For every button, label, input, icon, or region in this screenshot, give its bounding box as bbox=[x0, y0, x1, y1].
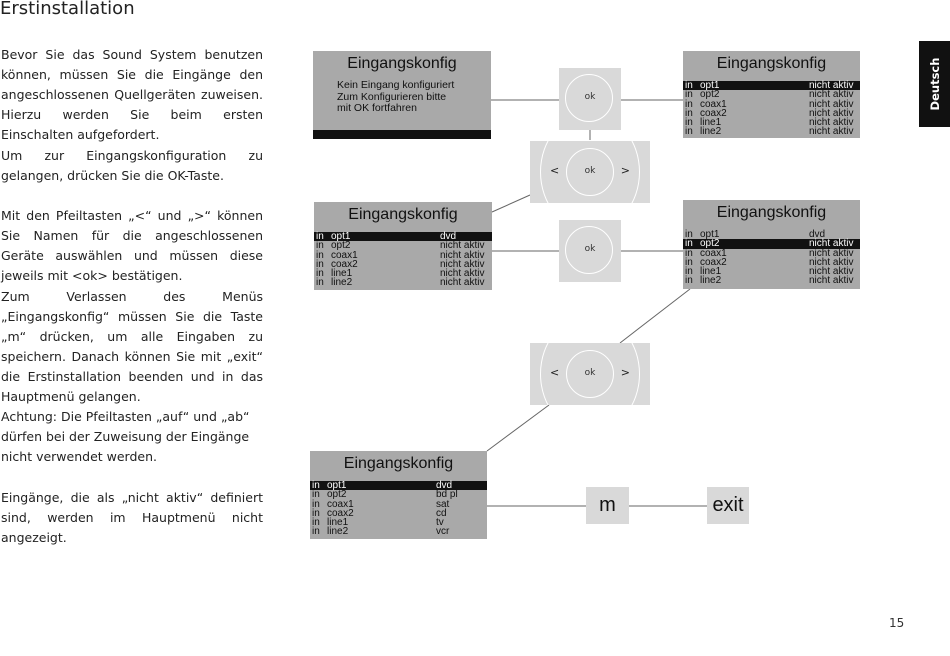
arrow-pad-ring bbox=[540, 141, 640, 203]
arrow-pad-center-ring bbox=[566, 148, 614, 196]
screen-title: Eingangskonfig bbox=[348, 206, 458, 223]
paragraph-exit-menu: Zum Verlassen des Menüs „Eingangskonfig“… bbox=[1, 289, 263, 404]
paragraph-inactive: Eingänge, die als „nicht aktiv“ definier… bbox=[1, 490, 263, 545]
page-title: Erstinstallation bbox=[0, 0, 135, 19]
arrow-pad: < ok > bbox=[530, 141, 650, 203]
message-line: Kein Eingang konfiguriert bbox=[337, 79, 455, 91]
screen-title: Eingangskonfig bbox=[716, 204, 827, 221]
m-button[interactable]: m bbox=[586, 487, 629, 524]
screen-no-input-configured: Eingangskonfig Kein Eingang konfiguriert… bbox=[313, 51, 491, 139]
arrow-pad-ring bbox=[540, 343, 640, 405]
right-arrow-button[interactable]: > bbox=[620, 164, 630, 177]
ok-button[interactable]: ok bbox=[584, 368, 596, 378]
ok-button-ring bbox=[565, 226, 613, 274]
screen-message: Kein Eingang konfiguriert Zum Konfigurie… bbox=[337, 79, 455, 115]
arrow-pad-center-ring bbox=[566, 350, 614, 398]
paragraph-arrow-keys: Mit den Pfeiltasten „<“ und „>“ können S… bbox=[1, 208, 263, 283]
left-arrow-button[interactable]: < bbox=[550, 366, 560, 379]
screen-title: Eingangskonfig bbox=[716, 55, 827, 72]
ok-button[interactable]: ok bbox=[584, 166, 596, 176]
exit-button[interactable]: exit bbox=[707, 487, 749, 524]
ok-button[interactable]: ok bbox=[559, 220, 621, 282]
right-arrow-button[interactable]: > bbox=[620, 366, 630, 379]
message-line: mit OK fortfahren bbox=[337, 102, 417, 114]
paragraph-ok-key: Um zur Eingangskonfiguration zu gelangen… bbox=[1, 148, 263, 183]
ok-button-label: ok bbox=[584, 92, 596, 102]
paragraph-intro: Bevor Sie das Sound System benutzen könn… bbox=[1, 47, 263, 142]
language-tab: Deutsch bbox=[919, 41, 950, 127]
screen-title: Eingangskonfig bbox=[343, 455, 454, 472]
left-arrow-button[interactable]: < bbox=[550, 164, 560, 177]
connector-line bbox=[619, 288, 691, 344]
message-line: Zum Konfigurieren bitte bbox=[337, 90, 447, 103]
screen-title: Eingangskonfig bbox=[347, 55, 457, 72]
connector-line bbox=[486, 404, 550, 452]
connector-line bbox=[491, 194, 531, 213]
arrow-pad: < ok > bbox=[530, 343, 650, 405]
ok-button-ring bbox=[565, 74, 613, 122]
paragraph-warning: Achtung: Die Pfeiltasten „auf“ und „ab“ … bbox=[1, 409, 250, 464]
ok-button[interactable]: ok bbox=[559, 68, 621, 130]
screen-bottom-bar bbox=[313, 130, 491, 139]
ok-button-label: ok bbox=[584, 244, 596, 254]
page-number: 15 bbox=[889, 616, 905, 630]
